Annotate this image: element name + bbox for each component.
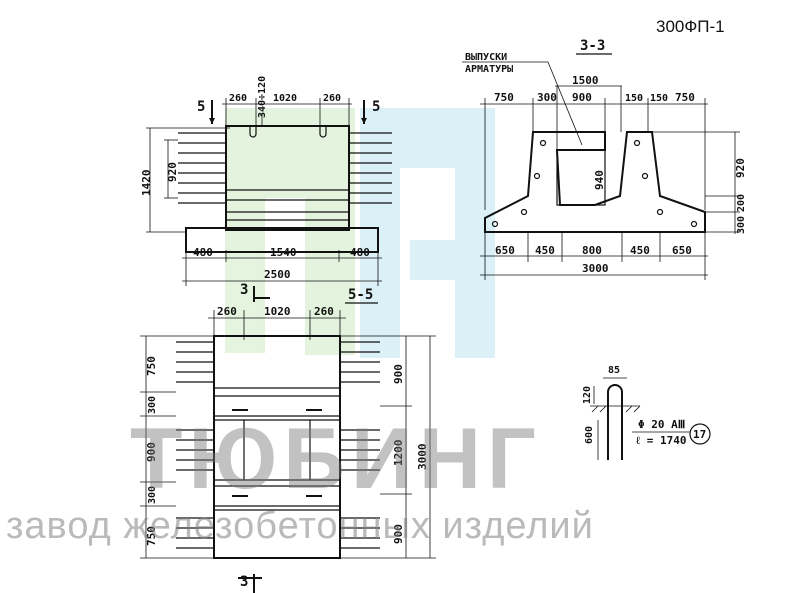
section55-right-dim-2: 1200 [392, 440, 405, 467]
section33-top-dim-1: 750 [494, 91, 514, 104]
section55-left-dim-3: 900 [145, 442, 158, 462]
rebar-outlet-label-1: ВЫПУСКИ [465, 52, 507, 63]
section33-inner-height: 940 [593, 170, 606, 190]
section33-top-dim-6: 750 [675, 91, 695, 104]
section55-mark-top: 3 [240, 282, 248, 298]
section33-right-dim-1: 920 [734, 158, 747, 178]
section33-top-dim-2: 300 [537, 91, 557, 104]
rebar-outlet-label-2: АРМАТУРЫ [465, 64, 513, 75]
section55-overall-dim: 3000 [416, 444, 429, 471]
plan-top-dim-1: 260 [229, 93, 247, 104]
section33-bottom-dim-2: 450 [535, 244, 555, 257]
plan-top-dim-3: 260 [323, 93, 341, 104]
section55-mark-bottom: 3 [240, 574, 248, 590]
section55-top-dim-1: 260 [217, 305, 237, 318]
section33-top-overall: 1500 [572, 74, 599, 87]
watermark-brand: ТЮБИНГ [130, 411, 542, 507]
section55-left-dim-1: 750 [145, 356, 158, 376]
section33-top-dim-3: 900 [572, 91, 592, 104]
rebar-length: ℓ = 1740 [636, 434, 686, 447]
rebar-detail: 85 120 600 Φ 20 АⅢ ℓ = 1740 17 [582, 365, 711, 460]
section33-top-dim-5: 150 [650, 93, 668, 104]
section33-top-dim-4: 150 [625, 93, 643, 104]
rebar-side-length: 600 [584, 426, 595, 444]
section55-top-dim-2: 1020 [264, 305, 291, 318]
plan-overall-dim: 2500 [264, 268, 291, 281]
section55-right-dim-3: 900 [392, 524, 405, 544]
rebar-mark-circle [689, 423, 711, 445]
section33-bottom-dim-4: 450 [630, 244, 650, 257]
rebar-mark: 17 [693, 428, 706, 441]
logo-watermark [225, 108, 495, 358]
section33-bottom-dim-3: 800 [582, 244, 602, 257]
foundation-section-body [484, 131, 706, 233]
rebar-spec: Φ 20 АⅢ [638, 418, 685, 431]
section55-left-dim-4: 300 [147, 486, 158, 504]
section-5-5: 5-5 3 3 260 1020 260 [140, 282, 436, 593]
section55-left-dim-5: 750 [145, 526, 158, 546]
plan-view: 5 5 260 1020 260 340÷120 [140, 76, 392, 286]
section-mark-right: 5 [372, 99, 380, 115]
section33-right-dim-3: 300 [736, 216, 747, 234]
glass-pocket [556, 149, 606, 206]
rebar-top-length: 120 [582, 386, 593, 404]
sheet-code: 300ФП-1 [656, 17, 725, 36]
section33-bottom-dim-1: 650 [495, 244, 515, 257]
plan-vertical-small: 340÷120 [257, 76, 268, 118]
section55-left-dim-2: 300 [147, 396, 158, 414]
section-3-3: 3-3 ВЫПУСКИ АРМАТУРЫ 1500 750 300 900 15… [462, 38, 747, 280]
section55-right-dim-1: 900 [392, 364, 405, 384]
section33-bottom-dim-5: 650 [672, 244, 692, 257]
plan-bottom-dim-3: 480 [350, 246, 370, 259]
section-mark-left: 5 [197, 99, 205, 115]
rebar-width: 85 [608, 365, 620, 376]
plan-left-dim-outer: 1420 [140, 170, 153, 197]
plan-bottom-dim-2: 1540 [270, 246, 297, 259]
section33-overall-dim: 3000 [582, 262, 609, 275]
plan-left-dim-inner: 920 [166, 162, 179, 182]
plan-top-dim-2: 1020 [273, 93, 297, 104]
section55-top-dim-3: 260 [314, 305, 334, 318]
section-33-title: 3-3 [580, 38, 605, 54]
section55-title: 5-5 [348, 287, 373, 303]
watermark-tagline: завод железобетонных изделий [6, 505, 594, 547]
section33-right-dim-2: 200 [736, 194, 747, 212]
plan-bottom-dim-1: 480 [193, 246, 213, 259]
